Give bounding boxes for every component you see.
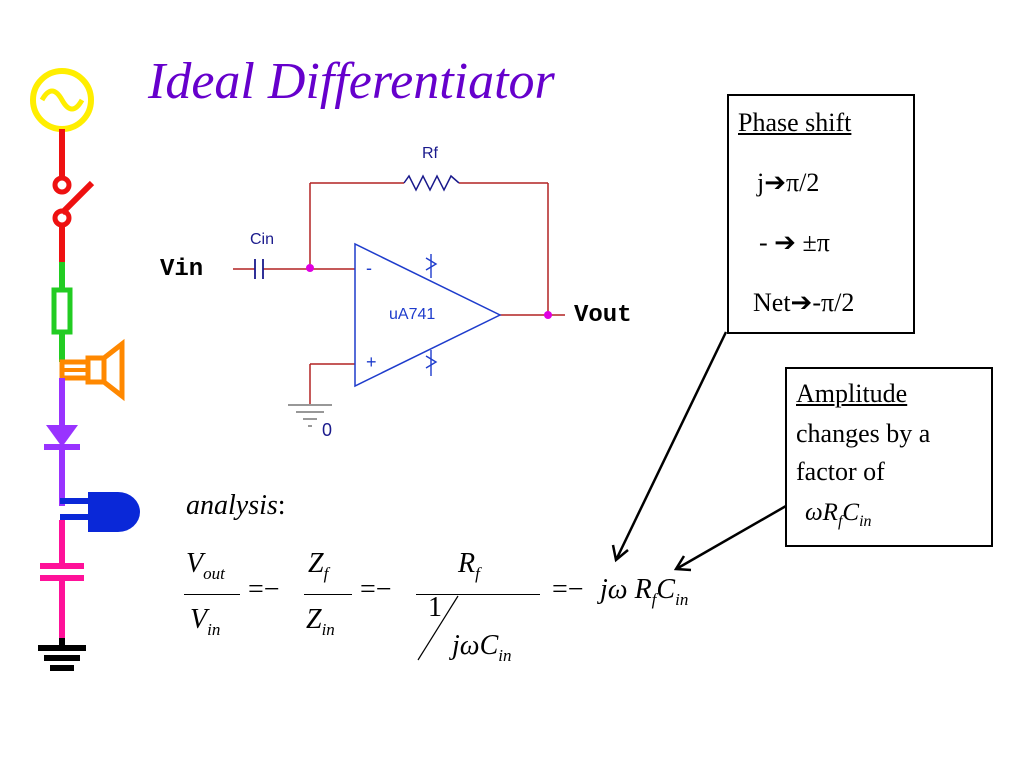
vout-label: Vout (574, 302, 632, 329)
inverting-input-sign: - (366, 258, 372, 278)
phase-shift-heading: Phase shift (738, 108, 852, 137)
input-node (306, 264, 314, 272)
capacitor-cin (254, 259, 264, 279)
switch-icon (52, 129, 95, 262)
speaker-icon (59, 338, 125, 402)
vin-label: Vin (160, 256, 204, 283)
circuit-ground-symbol (288, 404, 332, 427)
phase-line-3: Net➔-π/2 (753, 288, 855, 317)
ground-icon (38, 638, 86, 671)
amplitude-arrow (677, 504, 787, 570)
resistor-rf (403, 174, 460, 192)
phase-line-2: - ➔ ±π (759, 228, 830, 257)
amplitude-box: Amplitude changes by a factor of ωRfCin (785, 367, 993, 547)
analysis-label: analysis: (186, 490, 286, 521)
amplitude-line-2: factor of (796, 457, 885, 486)
phase-arrow (615, 331, 728, 559)
plug-icon (59, 492, 140, 566)
amplitude-heading: Amplitude (796, 379, 908, 408)
amplitude-line-1: changes by a (796, 419, 931, 448)
phase-line-1: j➔π/2 (757, 168, 820, 197)
noninverting-input-sign: + (366, 352, 377, 372)
slash-fraction-line (417, 595, 459, 661)
diode-icon (44, 378, 80, 495)
cin-label: Cin (250, 231, 275, 248)
decorative-symbol-strip (30, 68, 140, 671)
ground-label: 0 (322, 420, 333, 440)
rf-label: Rf (422, 145, 438, 162)
amplitude-factor: ωRfCin (805, 499, 872, 530)
phase-shift-box: Phase shift j➔π/2 - ➔ ±π Net➔-π/2 (727, 94, 915, 334)
capacitor-icon (40, 563, 84, 638)
page-title: Ideal Differentiator (148, 53, 555, 110)
fuse-icon (51, 262, 73, 362)
opamp-triangle (354, 242, 502, 388)
output-node (544, 311, 552, 319)
opamp-label: uA741 (389, 306, 436, 323)
